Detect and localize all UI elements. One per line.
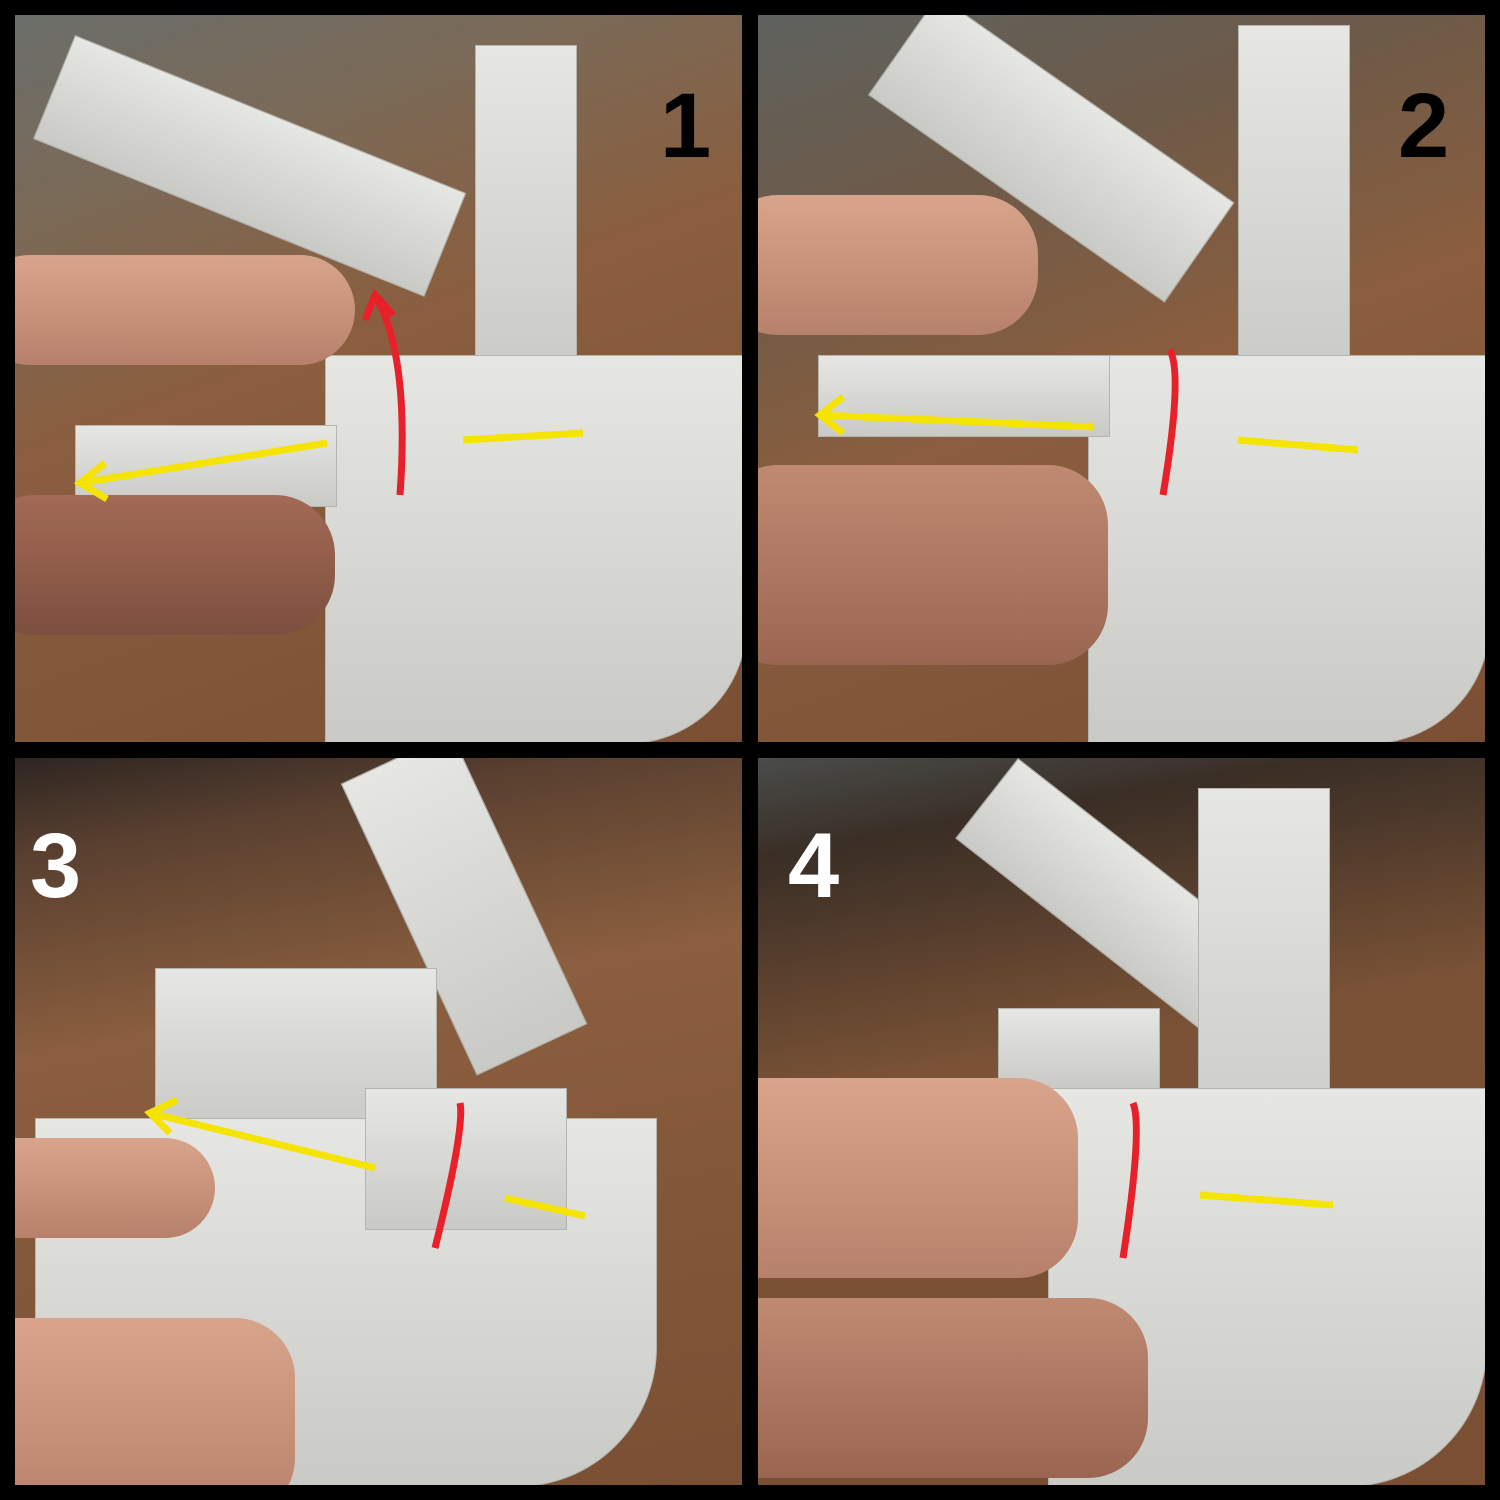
hand: [758, 1078, 1078, 1278]
yellow-line: [462, 429, 584, 444]
step-label: 4: [788, 815, 840, 917]
red-line: [1159, 348, 1179, 496]
woven-paper: [1088, 355, 1485, 742]
step-label: 2: [1398, 75, 1450, 177]
red-arrow-icon: [371, 293, 406, 496]
annotation-overlay: [1119, 1101, 1334, 1259]
panel-step-4: 4: [758, 758, 1485, 1485]
panel-step-1: 1: [15, 15, 742, 742]
annotation-overlay: [814, 348, 1359, 496]
yellow-arrow-icon: [819, 411, 1094, 431]
yellow-line: [504, 1194, 586, 1220]
thumb: [758, 465, 1108, 665]
panel-step-3: 3: [15, 758, 742, 1485]
paper-strip: [998, 1008, 1160, 1090]
yellow-arrow-icon: [79, 439, 328, 487]
hand: [15, 1318, 295, 1485]
red-line: [1119, 1101, 1140, 1259]
yellow-line: [1199, 1191, 1334, 1209]
annotation-overlay: [73, 288, 584, 503]
step-label: 3: [30, 815, 82, 917]
yellow-arrow-icon: [149, 1109, 376, 1172]
panel-step-2: 2: [758, 15, 1485, 742]
finger: [758, 195, 1038, 335]
yellow-line: [1237, 436, 1359, 454]
paper-strip: [1238, 25, 1350, 387]
step-label: 1: [660, 75, 712, 177]
annotation-overlay: [144, 1096, 586, 1249]
finger: [15, 1138, 215, 1238]
thumb: [758, 1298, 1148, 1478]
red-line: [431, 1102, 465, 1249]
paper-strip: [475, 45, 577, 387]
thumb: [15, 495, 335, 635]
finger: [15, 255, 355, 365]
woven-paper: [325, 355, 742, 742]
